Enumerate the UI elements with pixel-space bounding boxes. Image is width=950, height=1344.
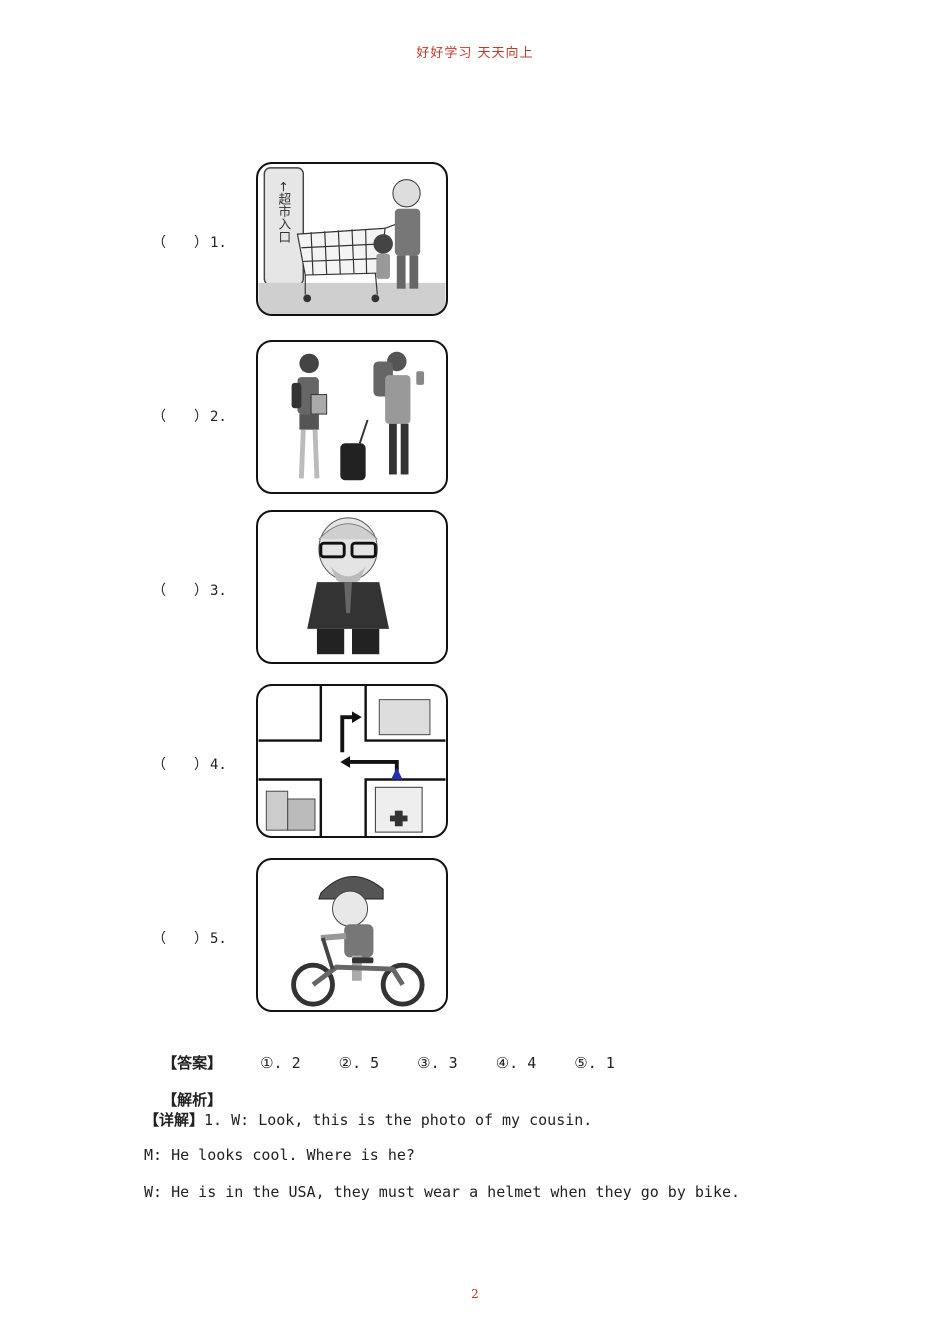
question-2-label: （ ）2. xyxy=(152,406,227,426)
question-number: 5. xyxy=(210,931,227,947)
travelers-icon xyxy=(256,340,448,494)
page-header: 好好学习 天天向上 xyxy=(416,46,534,61)
map-icon xyxy=(256,684,448,838)
answer-label: 【答案】 xyxy=(162,1054,223,1072)
detail-line-1: 【详解】1. W: Look, this is the photo of my … xyxy=(144,1109,592,1130)
question-number: 2. xyxy=(210,409,227,425)
detail-line-2: M: He looks cool. Where is he? xyxy=(144,1146,415,1164)
answer-item: ⑤. 1 xyxy=(574,1054,615,1072)
answer-blank: （ ） xyxy=(152,583,208,599)
supermarket-icon: ←超市入口 xyxy=(256,162,448,316)
question-4-label: （ ）4. xyxy=(152,754,227,774)
question-1-label: （ ）1. xyxy=(152,232,227,252)
answer-blank: （ ） xyxy=(152,931,208,947)
analysis-line: 【解析】 xyxy=(144,1071,222,1110)
question-3-label: （ ）3. xyxy=(152,580,227,600)
supermarket-sign-text: ←超市入口 xyxy=(276,182,291,244)
analysis-label: 【解析】 xyxy=(162,1091,223,1109)
question-number: 1. xyxy=(210,235,227,251)
answer-item: ①. 2 xyxy=(260,1054,301,1072)
detail-label: 【详解】 xyxy=(144,1111,205,1129)
question-number: 4. xyxy=(210,757,227,773)
answer-blank: （ ） xyxy=(152,235,208,251)
answer-item: ④. 4 xyxy=(495,1054,537,1072)
boy-bike-icon xyxy=(256,858,448,1012)
detail-text: 1. W: Look, this is the photo of my cous… xyxy=(204,1111,593,1129)
detail-line-3: W: He is in the USA, they must wear a he… xyxy=(144,1183,741,1201)
page-number: 2 xyxy=(471,1287,479,1301)
answer-item: ③. 3 xyxy=(417,1054,458,1072)
answer-line: 【答案】 ①. 2 ②. 5 ③. 3 ④. 4 ⑤. 1 xyxy=(144,1034,615,1073)
question-5-label: （ ）5. xyxy=(152,928,227,948)
old-man-icon xyxy=(256,510,448,664)
answer-blank: （ ） xyxy=(152,409,208,425)
answer-blank: （ ） xyxy=(152,757,208,773)
answer-item: ②. 5 xyxy=(338,1054,380,1072)
question-number: 3. xyxy=(210,583,227,599)
